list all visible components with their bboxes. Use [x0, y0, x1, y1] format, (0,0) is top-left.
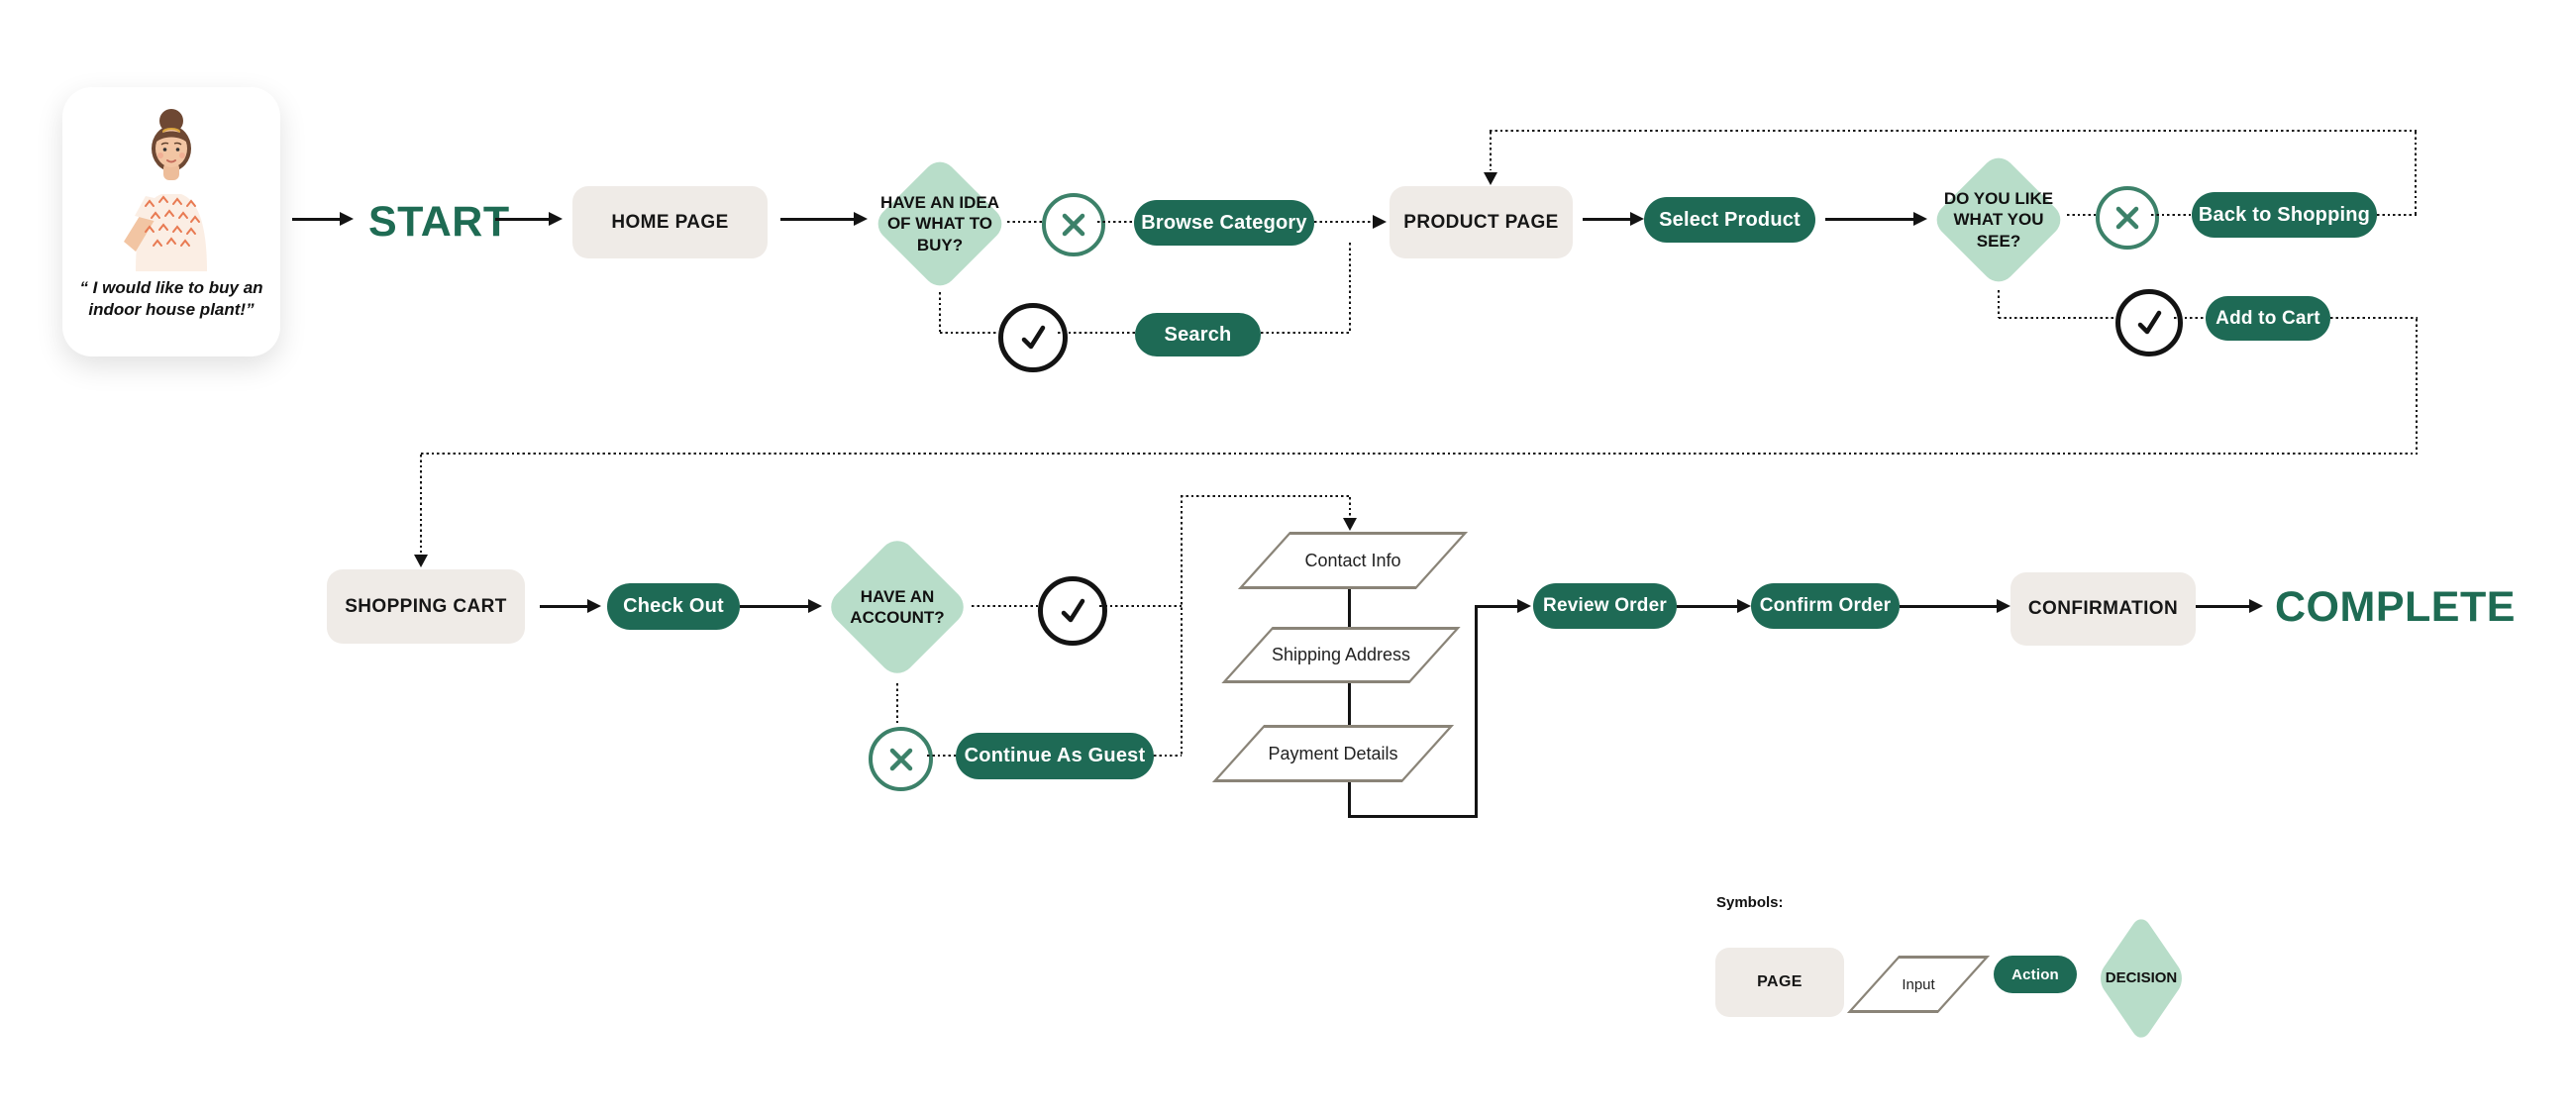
connector: [1349, 243, 1352, 334]
action-add-to-cart: Add to Cart: [2206, 296, 2330, 341]
connector: [1998, 290, 2001, 318]
decision-diamond-shape: [1936, 157, 2061, 282]
page-product: PRODUCT PAGE: [1390, 186, 1573, 258]
action-back-to-shopping: Back to Shopping: [2192, 192, 2377, 238]
persona-quote: “ I would like to buy an indoor house pl…: [79, 278, 263, 320]
connector: [1099, 605, 1182, 608]
input-shipping-address: Shipping Address: [1221, 627, 1461, 683]
action-select-product: Select Product: [1644, 197, 1815, 243]
legend-decision: DECISION: [2096, 912, 2187, 1045]
decision-diamond-shape: [2101, 919, 2182, 1038]
action-check-out: Check Out: [607, 583, 740, 630]
connector: [2067, 214, 2096, 217]
connector: [1097, 221, 1134, 224]
connector: [2174, 317, 2206, 320]
connector: [1348, 683, 1351, 725]
action-search: Search: [1135, 313, 1261, 356]
connector: [939, 292, 942, 334]
arrowhead-into-product: [1373, 215, 1387, 229]
connector: [896, 683, 899, 723]
decision-like: DO YOU LIKE WHAT YOU SEE?: [1929, 151, 2068, 289]
connector: [1314, 221, 1371, 224]
connector: [972, 605, 1038, 608]
page-home: HOME PAGE: [572, 186, 768, 258]
connector: [1475, 607, 1478, 818]
action-confirm-order: Confirm Order: [1751, 583, 1900, 629]
legend-input: Input: [1846, 956, 1991, 1013]
connector: [2416, 319, 2419, 454]
action-browse-category: Browse Category: [1134, 200, 1314, 246]
action-continue-as-guest: Continue As Guest: [956, 733, 1154, 779]
persona-card: “ I would like to buy an indoor house pl…: [62, 87, 280, 356]
connector: [1154, 755, 1182, 758]
connector: [1348, 589, 1351, 627]
action-review-order: Review Order: [1533, 583, 1677, 629]
connector: [927, 755, 956, 758]
page-shopping-cart: SHOPPING CART: [327, 569, 525, 644]
connector: [1349, 497, 1352, 517]
yes-check-icon: [1038, 576, 1107, 646]
connector: [2151, 214, 2192, 217]
persona-avatar-icon: [124, 109, 207, 271]
decision-diamond-shape: [877, 161, 1002, 286]
decision-account: HAVE AN ACCOUNT?: [823, 533, 972, 681]
connector: [2415, 132, 2418, 215]
connector: [1181, 495, 1184, 757]
arrowhead-into-contact: [1343, 518, 1357, 531]
input-contact-info: Contact Info: [1237, 532, 1469, 589]
yes-check-icon: [998, 303, 1068, 372]
yes-check-icon: [2115, 289, 2183, 356]
connector: [420, 455, 423, 553]
connector: [1181, 495, 1351, 498]
connector: [2330, 317, 2418, 320]
page-confirmation: CONFIRMATION: [2010, 572, 2196, 646]
complete-terminal: COMPLETE: [2275, 583, 2516, 631]
no-cross-icon: [869, 727, 933, 791]
connector: [1490, 132, 1493, 170]
legend-page: PAGE: [1715, 948, 1844, 1017]
no-cross-icon: [2096, 186, 2159, 250]
start-terminal: START: [368, 198, 510, 246]
connector: [940, 332, 998, 335]
input-payment-details: Payment Details: [1211, 725, 1455, 782]
arrowhead-into-cart: [414, 555, 428, 567]
connector: [1999, 317, 2116, 320]
connector: [1261, 332, 1351, 335]
connector: [1348, 782, 1351, 818]
legend-action: Action: [1994, 956, 2077, 993]
no-cross-icon: [1042, 193, 1105, 256]
connector: [1348, 815, 1478, 818]
decision-diamond-shape: [831, 541, 964, 673]
connector-row-transition: [421, 453, 2418, 456]
arrowhead-into-product-top: [1484, 172, 1497, 185]
legend-title: Symbols:: [1716, 894, 1784, 911]
connector: [1490, 130, 2417, 133]
connector: [1058, 332, 1135, 335]
decision-idea: HAVE AN IDEA OF WHAT TO BUY?: [871, 154, 1009, 293]
connector: [1007, 221, 1042, 224]
connector: [2377, 214, 2417, 217]
